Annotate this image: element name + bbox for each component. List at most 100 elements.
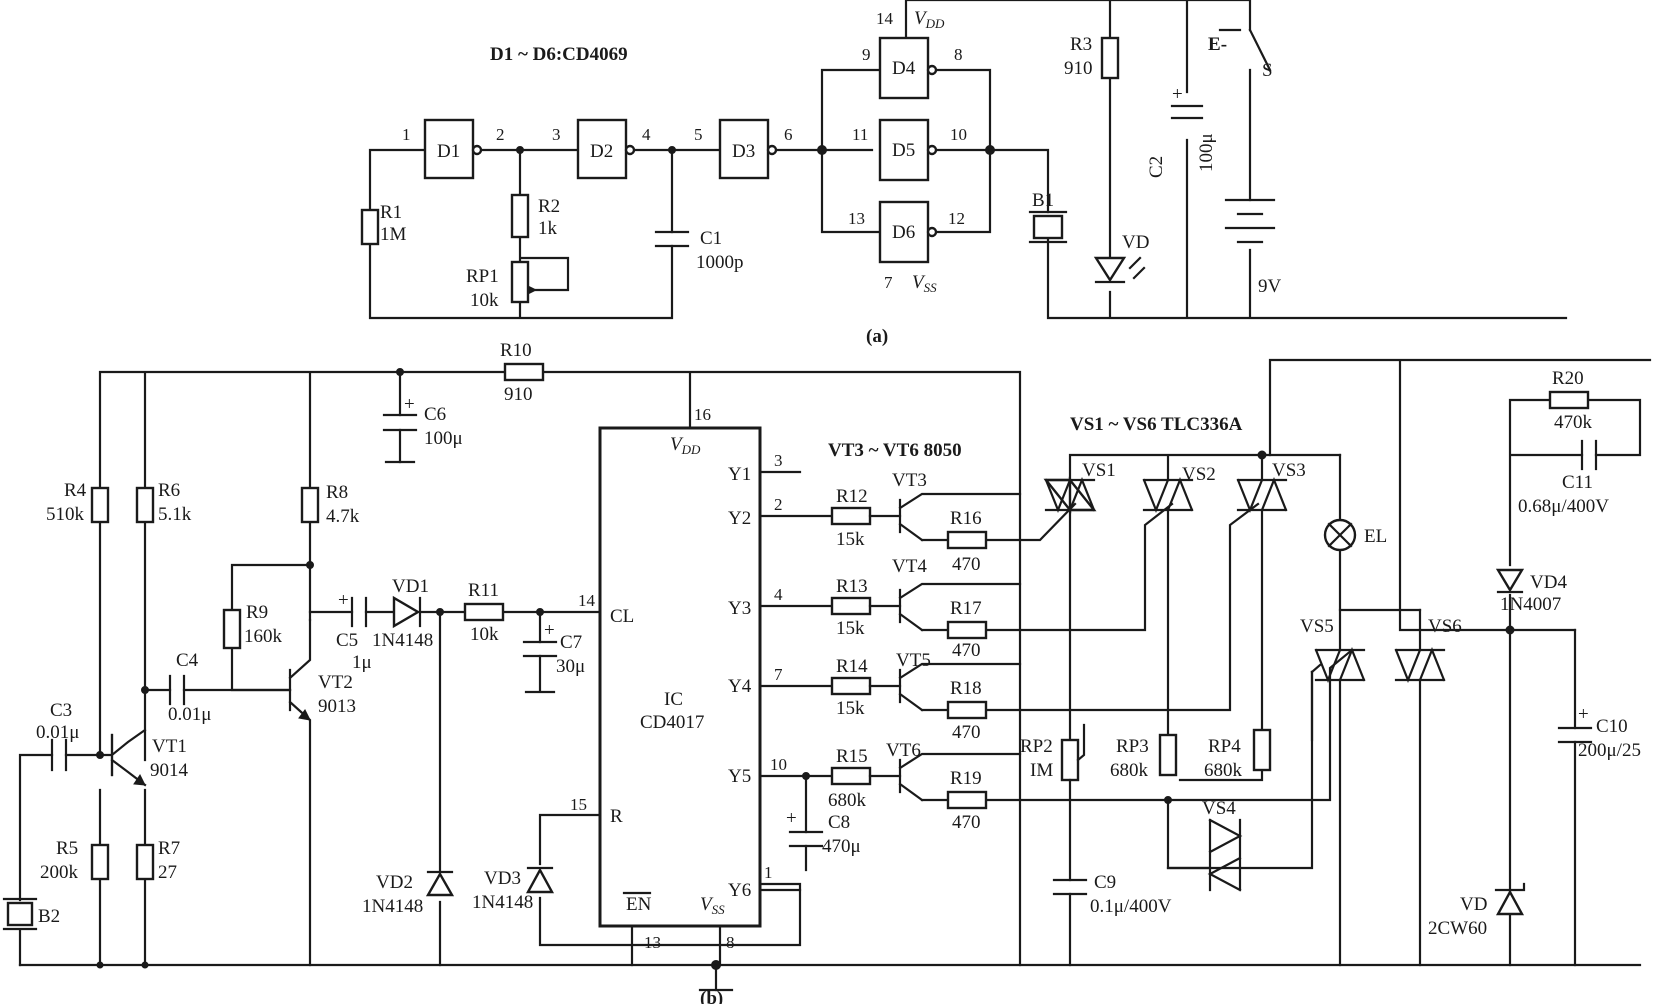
- gate-d3: [718, 118, 770, 180]
- r9-value: 160k: [244, 626, 283, 647]
- pin-label: 1: [764, 863, 773, 882]
- vs3-label: VS3: [1272, 460, 1306, 481]
- rp2-label: RP2: [1020, 736, 1053, 757]
- r12-value: 15k: [836, 529, 865, 550]
- vss-a-label: VSS: [912, 272, 937, 295]
- capacitor-c6: [382, 413, 418, 432]
- r2-value: 1k: [538, 218, 558, 239]
- resistor-r8: [300, 486, 320, 524]
- r20-value: 470k: [1554, 412, 1593, 433]
- ic-cd4017: [598, 426, 762, 928]
- vd1-value: 1N4148: [372, 630, 433, 651]
- ic-value: CD4017: [640, 712, 704, 733]
- b1-label: B1: [1032, 190, 1054, 211]
- rp2-value: IM: [1030, 760, 1053, 781]
- ic-vss-label: VSS: [700, 894, 725, 917]
- capacitor-c2: [1170, 104, 1204, 120]
- vt6-label: VT6: [886, 740, 921, 761]
- r2-label: R2: [538, 196, 560, 217]
- r1-value: 1M: [380, 224, 407, 245]
- rp3-label: RP3: [1116, 736, 1149, 757]
- c2-value: 100μ: [1196, 133, 1217, 172]
- vdd-a-label: VDD: [914, 8, 945, 31]
- potentiometer-rp2: [1060, 738, 1080, 782]
- c5-label: C5: [336, 630, 358, 651]
- ic-r-label: R: [610, 806, 623, 827]
- thyristor-vs5: [1314, 647, 1366, 683]
- vd1-label: VD1: [392, 576, 429, 597]
- resistor-r3: [1100, 36, 1120, 80]
- svg-text:+: +: [544, 620, 555, 641]
- battery: [1224, 198, 1276, 244]
- gate-d1-label: D1: [437, 141, 460, 162]
- capacitor-c5: [350, 596, 368, 628]
- c11-label: C11: [1562, 472, 1593, 493]
- resistor-r11: [463, 602, 505, 622]
- transistor-vt6: [898, 752, 1022, 802]
- battery-label: 9V: [1258, 276, 1282, 297]
- circuit-a: D1 ~ D6:CD4069 D1 D2 D3 D4 D5 D6 VDD VSS…: [360, 0, 1568, 347]
- resistor-r9: [222, 608, 242, 650]
- c6-value: 100μ: [424, 428, 463, 449]
- ic-y6-label: Y6: [728, 880, 751, 901]
- r20-label: R20: [1552, 368, 1584, 389]
- resistor-r10: [503, 362, 545, 382]
- e-label: E-: [1208, 34, 1227, 55]
- rp1-label: RP1: [466, 266, 499, 287]
- pin-label: 2: [774, 495, 783, 514]
- buzzer-b1: [1032, 214, 1064, 240]
- pin-label: 10: [950, 125, 967, 144]
- vd3-label: VD3: [484, 868, 521, 889]
- pin-label: 5: [694, 125, 703, 144]
- pin-label: 10: [770, 755, 787, 774]
- resistor-r18: [946, 700, 988, 720]
- svg-text:+: +: [338, 590, 349, 611]
- r5-label: R5: [56, 838, 78, 859]
- r3-label: R3: [1070, 34, 1092, 55]
- rp4-label: RP4: [1208, 736, 1241, 757]
- rp4-value: 680k: [1204, 760, 1243, 781]
- pin-label: 14: [876, 9, 894, 28]
- zener-vd: [1495, 889, 1525, 916]
- pin-label: 4: [642, 125, 651, 144]
- c10-value: 200μ/25: [1578, 740, 1641, 761]
- r19-value: 470: [952, 812, 981, 833]
- resistor-r16: [946, 530, 988, 550]
- ic-y5-label: Y5: [728, 766, 751, 787]
- c1-label: C1: [700, 228, 722, 249]
- vt2-value: 9013: [318, 696, 356, 717]
- vs4-label: VS4: [1202, 798, 1236, 819]
- vt4-label: VT4: [892, 556, 927, 577]
- b2-label: B2: [38, 906, 60, 927]
- r1-label: R1: [380, 202, 402, 223]
- ic-label: IC: [664, 689, 683, 710]
- r7-label: R7: [158, 838, 180, 859]
- c2-label: C2: [1146, 156, 1167, 178]
- transistor-note: VT3 ~ VT6 8050: [828, 440, 962, 461]
- r17-value: 470: [952, 640, 981, 661]
- capacitor-c7: [522, 640, 558, 658]
- pin-label: 1: [402, 125, 411, 144]
- resistor-r4: [90, 486, 110, 524]
- capacitor-c9: [1052, 878, 1088, 896]
- caption-b: (b): [700, 988, 723, 1004]
- resistor-r20: [1548, 390, 1590, 410]
- r14-value: 15k: [836, 698, 865, 719]
- gate-d6-label: D6: [892, 222, 915, 243]
- gate-d3-label: D3: [732, 141, 755, 162]
- thyristor-vs6: [1394, 647, 1446, 683]
- resistor-r14: [830, 676, 872, 696]
- pin-label: 8: [954, 45, 963, 64]
- r9-label: R9: [246, 602, 268, 623]
- vt3-label: VT3: [892, 470, 927, 491]
- resistor-r12: [830, 506, 872, 526]
- gate-d5: [878, 118, 930, 182]
- vs6-label: VS6: [1428, 616, 1462, 637]
- c5-value: 1μ: [352, 652, 372, 673]
- pin-label: 12: [948, 209, 965, 228]
- s-label: S: [1262, 60, 1273, 81]
- r15-label: R15: [836, 746, 868, 767]
- r11-value: 10k: [470, 624, 499, 645]
- resistor-r13: [830, 596, 872, 616]
